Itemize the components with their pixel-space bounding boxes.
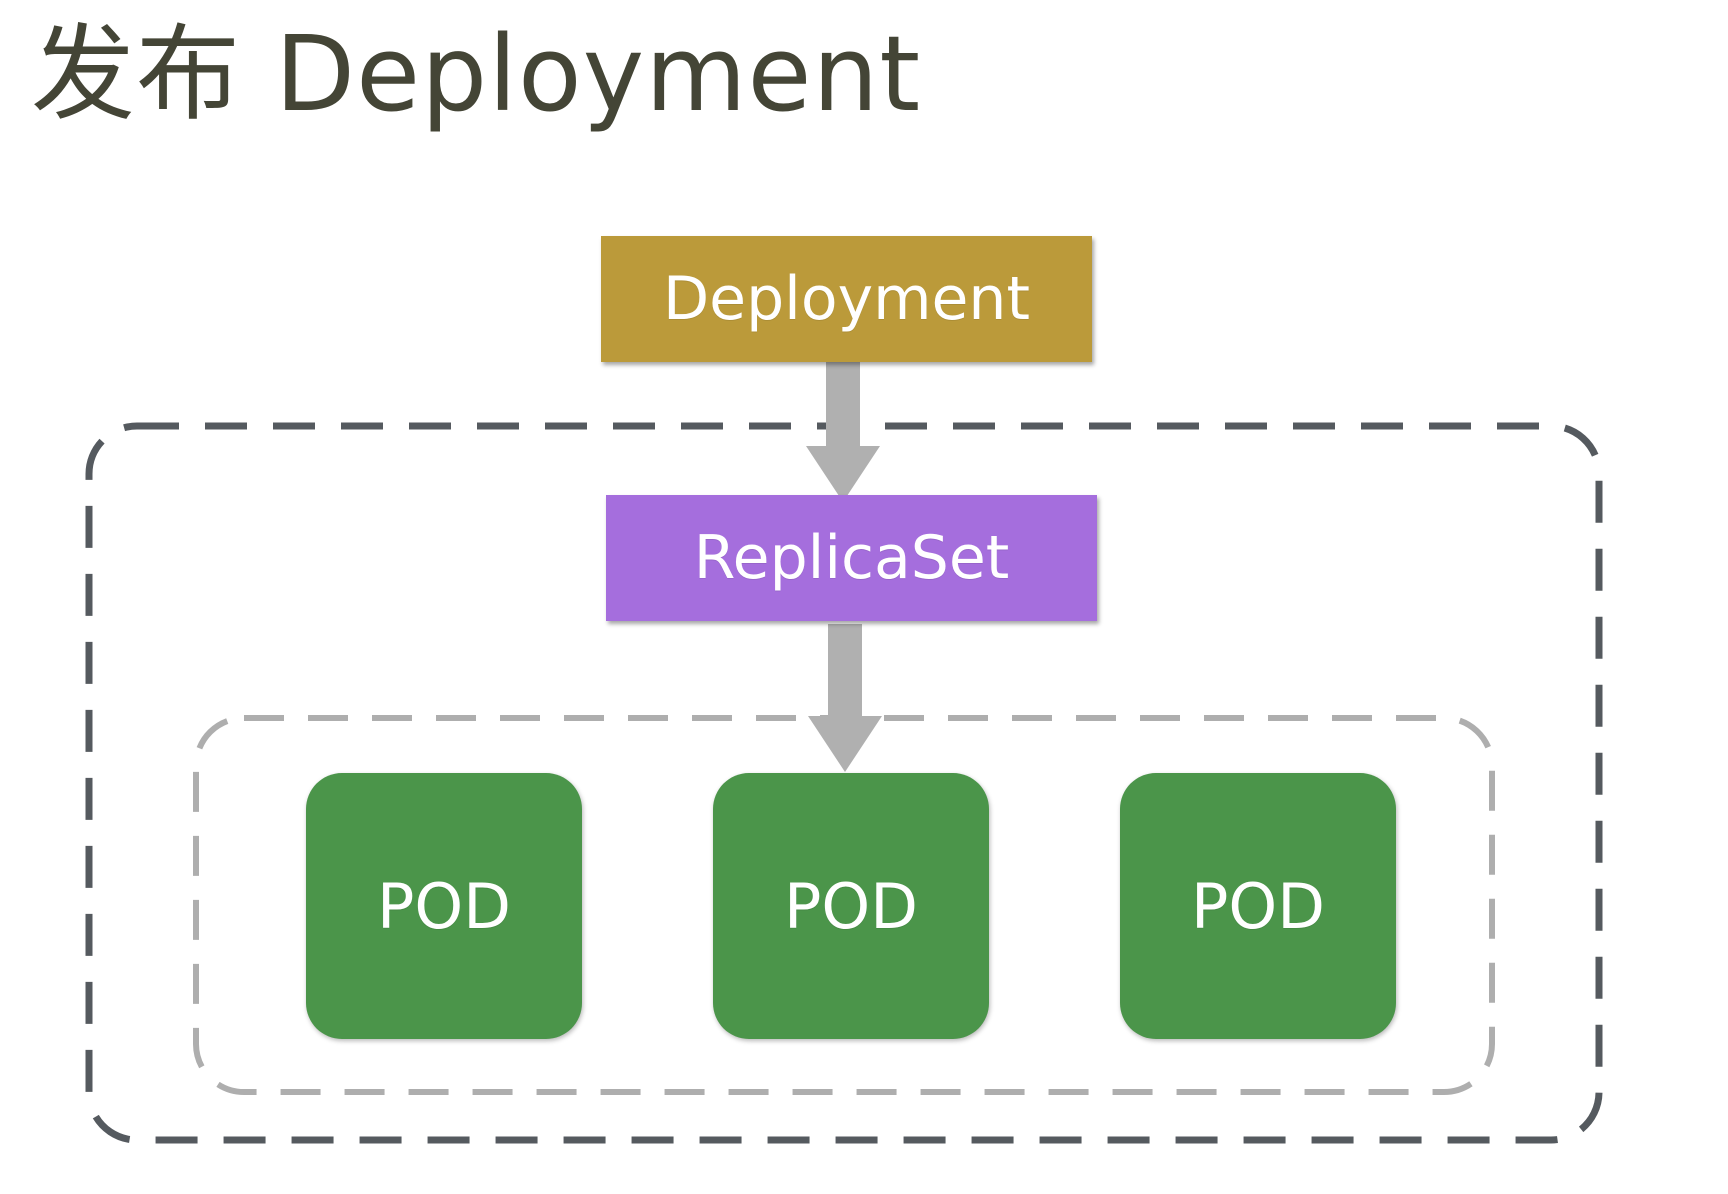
replicaset-node: ReplicaSet xyxy=(606,495,1097,621)
pod-node: POD xyxy=(1120,773,1396,1039)
arrow-replicaset-to-pods xyxy=(808,624,882,772)
arrow-deployment-to-replicaset xyxy=(806,356,880,502)
pod-node: POD xyxy=(306,773,582,1039)
deployment-node: Deployment xyxy=(601,236,1092,362)
pod-node: POD xyxy=(713,773,989,1039)
page-title: 发布 Deployment xyxy=(31,13,922,135)
